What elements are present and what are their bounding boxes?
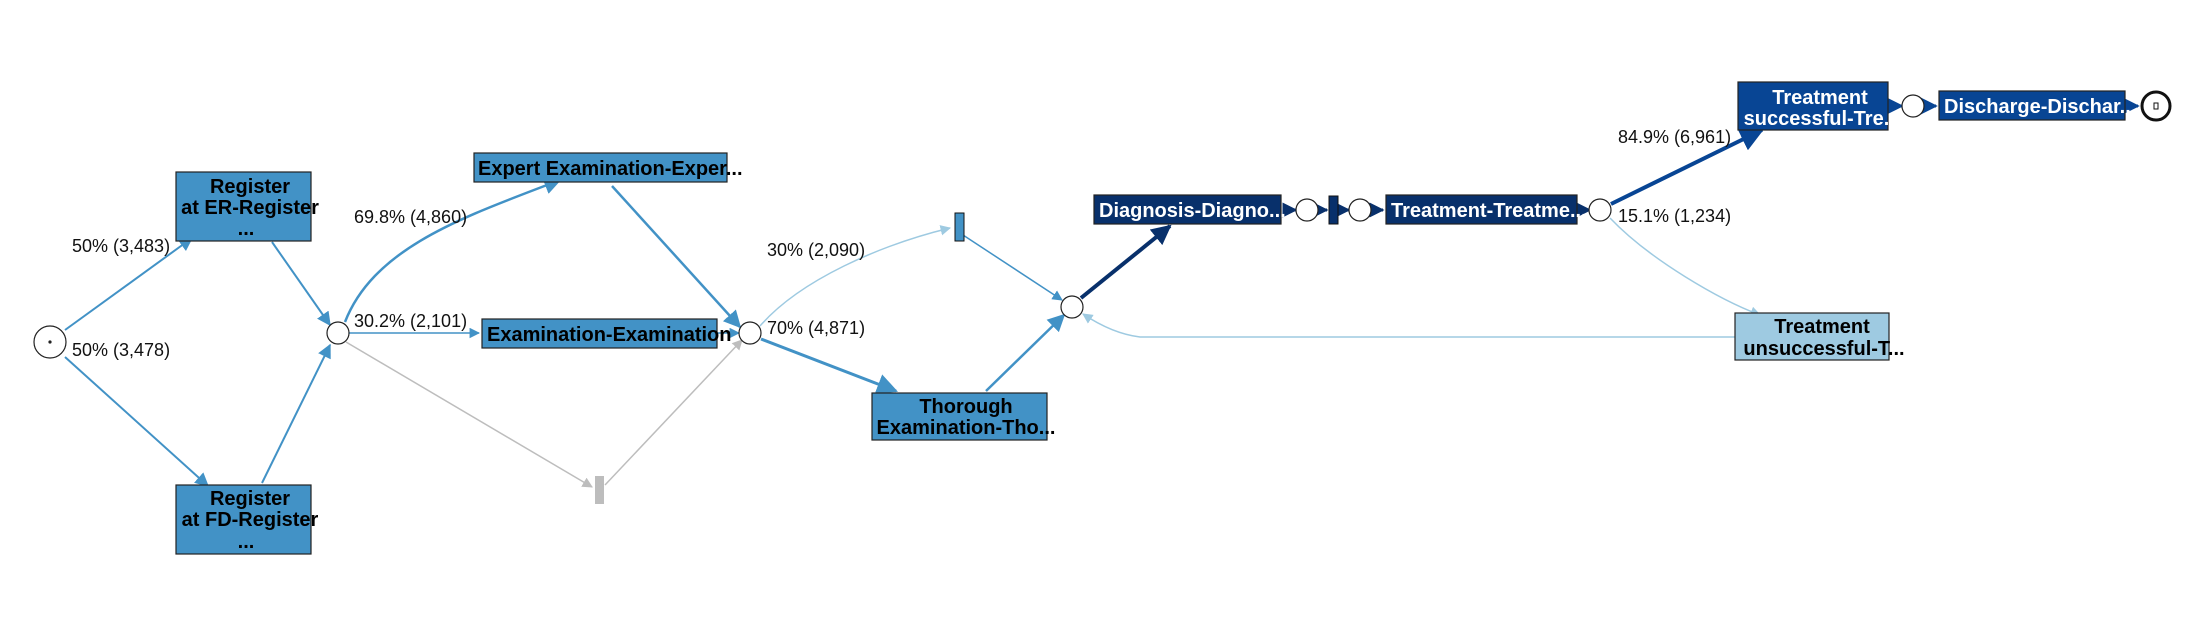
activity-register-fd-line3: ... [238, 531, 255, 553]
edge-register-er-to-gateway[interactable] [271, 241, 331, 327]
activity-examination[interactable]: Examination-Examination [481, 318, 732, 349]
after-diagnosis-place[interactable] [1295, 198, 1319, 222]
edge-start-to-register-er[interactable] [64, 237, 194, 331]
activity-register-fd[interactable]: Register at FD-Register ... [175, 484, 319, 555]
edge-gateway-to-expert[interactable] [343, 177, 562, 323]
edge-label-to-expert: 69.8% (4,860) [354, 207, 467, 227]
edge-label-to-unsuccess: 15.1% (1,234) [1618, 206, 1731, 226]
skip-thorough-transition[interactable] [954, 212, 965, 242]
edge-diagmerge-to-diagnosis[interactable] [1079, 224, 1172, 300]
activity-treatment-label: Treatment-Treatme... [1391, 200, 1587, 222]
activity-diagnosis-label: Diagnosis-Diagno... [1099, 200, 1286, 222]
activities: Register at ER-Register ... Register at … [175, 81, 2136, 555]
edge-label-to-thorough: 70% (4,871) [767, 318, 865, 338]
activity-register-er-line3: ... [238, 218, 255, 240]
activity-treatment-unsuccessful-line1: Treatment [1774, 316, 1870, 338]
edge-label-to-er: 50% (3,483) [72, 236, 170, 256]
activity-expert-examination-label: Expert Examination-Exper... [478, 158, 743, 180]
edge-merge-to-skip2[interactable] [759, 225, 952, 327]
activity-diagnosis[interactable]: Diagnosis-Diagno... [1093, 194, 1286, 225]
edge-gateway-to-skip[interactable] [345, 341, 593, 488]
activity-examination-label: Examination-Examination [487, 324, 732, 346]
edge-thorough-to-diagmerge[interactable] [985, 313, 1066, 392]
activity-treatment-unsuccessful-line2: unsuccessful-T... [1743, 338, 1904, 360]
between-diagnosis-treatment-transition[interactable] [1328, 195, 1339, 225]
activity-register-er-line1: Register [210, 176, 290, 198]
before-treatment-place[interactable] [1348, 198, 1372, 222]
edge-register-fd-to-gateway[interactable] [261, 343, 331, 484]
activity-thorough-examination[interactable]: Thorough Examination-Tho... [871, 392, 1056, 441]
activity-thorough-examination-line1: Thorough [919, 396, 1012, 418]
activity-treatment[interactable]: Treatment-Treatme... [1385, 194, 1587, 225]
activity-discharge[interactable]: Discharge-Dischar... [1938, 90, 2136, 121]
silent-transitions [595, 195, 1339, 504]
diagnosis-merge-gateway[interactable] [1060, 295, 1084, 319]
activity-register-er-line2: at ER-Register [181, 197, 319, 219]
activity-register-fd-line1: Register [210, 488, 290, 510]
edge-skip2-to-diagmerge[interactable] [962, 234, 1063, 301]
edge-merge-to-thorough[interactable] [760, 337, 898, 395]
activity-treatment-successful-line1: Treatment [1772, 87, 1868, 109]
activity-thorough-examination-line2: Examination-Tho... [877, 417, 1056, 439]
edge-expert-to-merge[interactable] [611, 185, 742, 329]
activity-treatment-successful-line2: successful-Tre... [1744, 108, 1901, 130]
merge-gateway[interactable] [738, 321, 762, 345]
activity-treatment-unsuccessful[interactable]: Treatment unsuccessful-T... [1734, 312, 1905, 361]
activity-treatment-successful[interactable]: Treatment successful-Tre... [1737, 81, 1901, 131]
split-gateway[interactable] [326, 321, 350, 345]
edge-labels: 50% (3,483) 50% (3,478) 69.8% (4,860) 30… [72, 127, 1731, 360]
edge-label-to-examination: 30.2% (2,101) [354, 311, 467, 331]
edge-label-to-fd: 50% (3,478) [72, 340, 170, 360]
edge-start-to-register-fd[interactable] [64, 356, 210, 487]
edge-gateway-to-unsuccess[interactable] [1609, 217, 1761, 317]
edge-unsuccess-to-diagmerge[interactable] [1082, 313, 1736, 338]
start-place[interactable] [33, 325, 67, 359]
edge-skip-to-merge[interactable] [604, 339, 743, 486]
edge-gateway-to-success[interactable] [1610, 128, 1765, 206]
activity-register-fd-line2: at FD-Register [182, 509, 319, 531]
edges [64, 97, 2140, 488]
places [33, 90, 2172, 359]
activity-register-er[interactable]: Register at ER-Register ... [175, 171, 319, 242]
skip-examination-transition[interactable] [595, 476, 604, 504]
activity-expert-examination[interactable]: Expert Examination-Exper... [473, 152, 743, 183]
activity-discharge-label: Discharge-Dischar... [1944, 96, 2136, 118]
end-place[interactable] [2140, 90, 2172, 122]
after-success-place[interactable] [1901, 94, 1925, 118]
treatment-outcome-gateway[interactable] [1588, 198, 1612, 222]
edge-label-to-skip: 30% (2,090) [767, 240, 865, 260]
edge-label-to-success: 84.9% (6,961) [1618, 127, 1731, 147]
